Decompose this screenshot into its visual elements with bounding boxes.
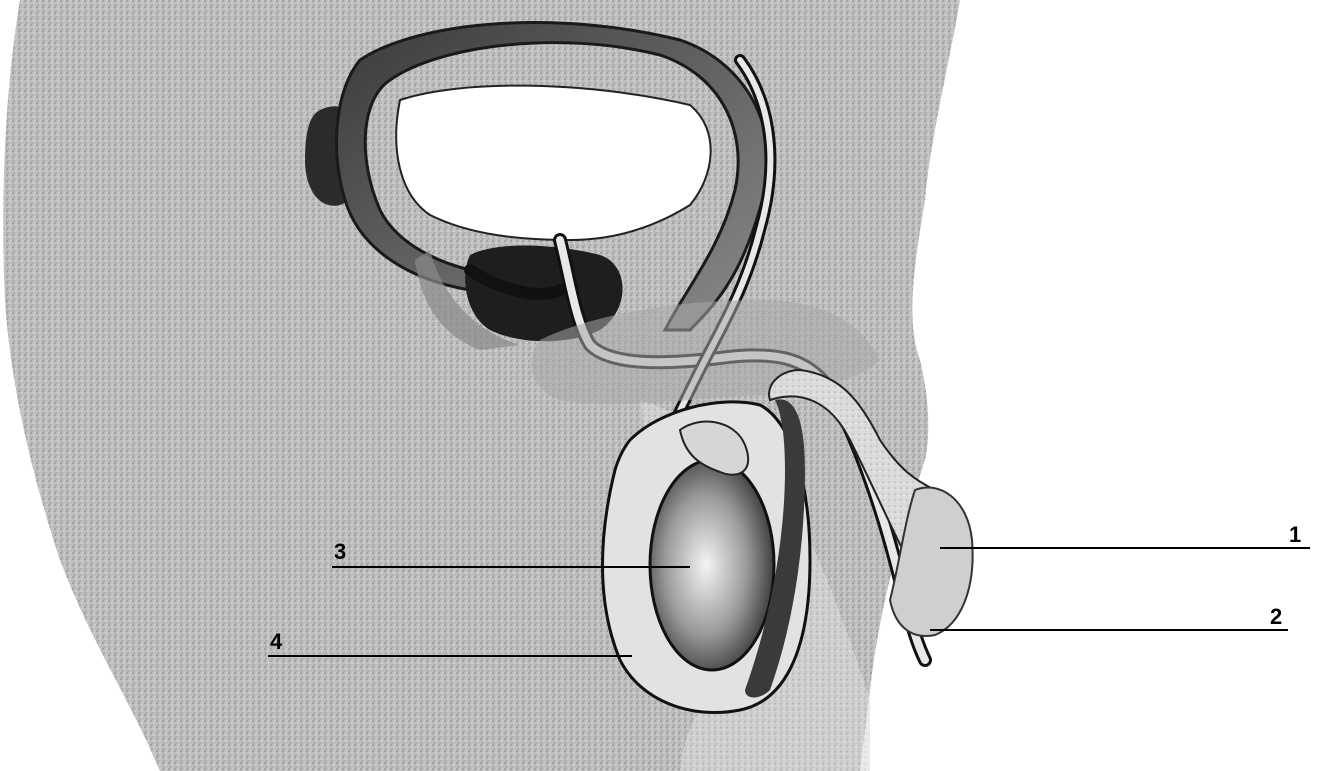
- label-3: 3: [334, 541, 346, 563]
- bladder-lumen: [396, 86, 710, 240]
- label-4: 4: [270, 631, 282, 653]
- label-2: 2: [1270, 606, 1282, 628]
- label-1: 1: [1289, 524, 1301, 546]
- testis: [650, 460, 774, 670]
